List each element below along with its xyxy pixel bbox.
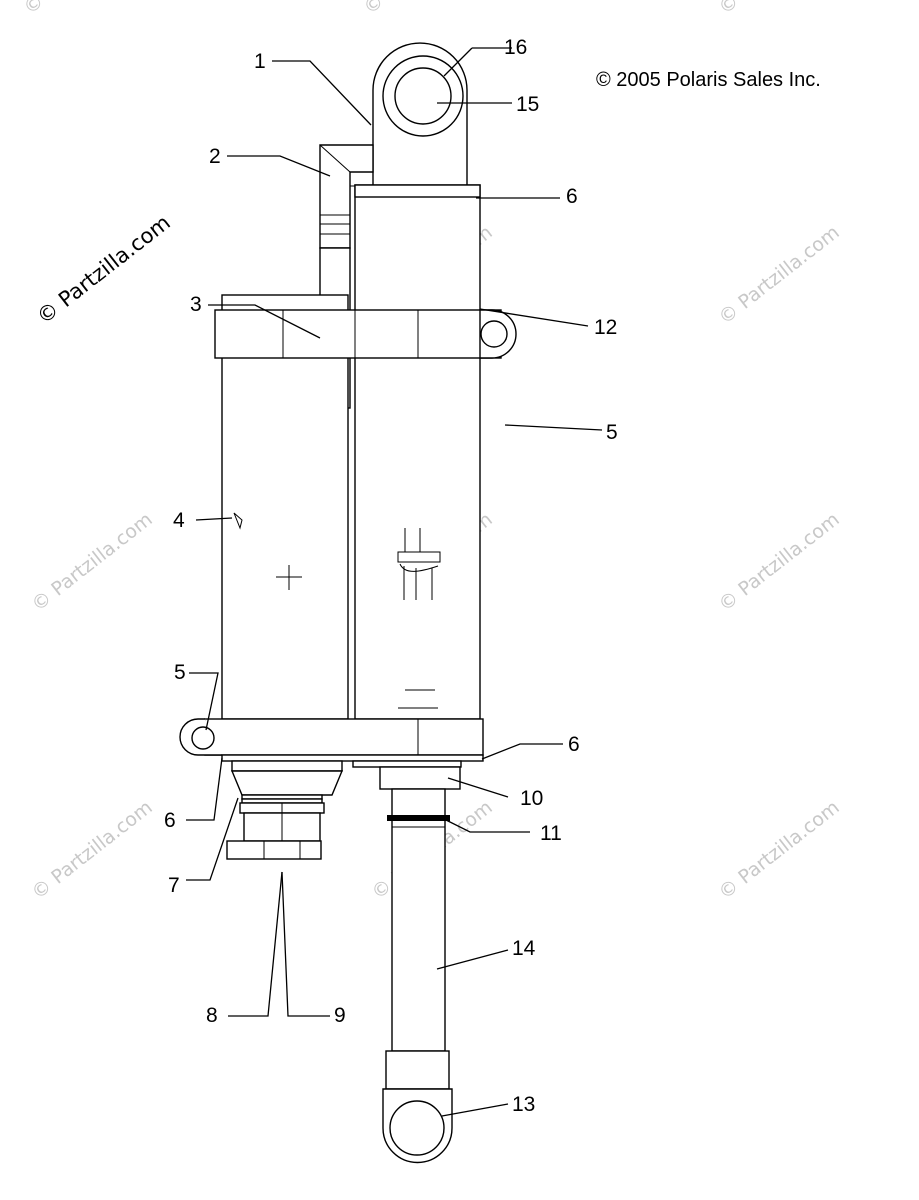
callout-9: 9 <box>334 1004 346 1027</box>
copyright-text: © 2005 Polaris Sales Inc. <box>596 69 821 91</box>
top-eye-mount <box>372 42 468 187</box>
callout-13: 13 <box>512 1093 535 1116</box>
reservoir <box>221 294 349 720</box>
watermark: © Partzilla.com <box>360 0 489 19</box>
leader-lines <box>186 47 603 1117</box>
bushing-15 <box>394 67 452 125</box>
callout-2: 2 <box>209 145 221 168</box>
partzilla-watermark: © Partzilla.com <box>32 210 174 329</box>
bottom-clamp <box>179 718 484 762</box>
callout-8: 8 <box>206 1004 218 1027</box>
callout-3: 3 <box>190 293 202 316</box>
watermark: © Partzilla.com <box>715 508 844 616</box>
callout-6-left: 6 <box>164 809 176 832</box>
reservoir-cap <box>226 760 344 860</box>
shock-drawing <box>179 42 517 1164</box>
watermark: © Partzilla.com <box>715 0 844 19</box>
callout-11: 11 <box>540 822 562 845</box>
callout-4: 4 <box>173 509 185 532</box>
callout-7: 7 <box>168 874 180 897</box>
shaft-assembly <box>352 760 462 1052</box>
bottom-eye <box>382 1050 453 1164</box>
callout-15: 15 <box>516 93 539 116</box>
callout-14: 14 <box>512 937 536 960</box>
callout-6-right: 6 <box>568 733 580 756</box>
main-body <box>350 184 481 720</box>
callout-12: 12 <box>594 316 617 339</box>
watermark: © Partzilla.com <box>28 508 157 616</box>
callouts: 1 2 3 4 5 6 7 8 9 16 15 6 12 5 6 10 11 1… <box>164 36 618 1116</box>
callout-16: 16 <box>504 36 527 59</box>
callout-5-left: 5 <box>174 661 186 684</box>
watermark: © Partzilla.com <box>715 221 844 329</box>
callout-10: 10 <box>520 787 543 810</box>
callout-1: 1 <box>254 50 266 73</box>
callout-5-right: 5 <box>606 421 618 444</box>
watermark: © Partzilla.com <box>715 796 844 904</box>
watermark: © Partzilla.com <box>28 796 157 904</box>
callout-6-top: 6 <box>566 185 578 208</box>
o-ring-11 <box>387 815 450 821</box>
top-clamp <box>214 309 517 359</box>
watermark: © Partzilla.com <box>20 0 149 19</box>
